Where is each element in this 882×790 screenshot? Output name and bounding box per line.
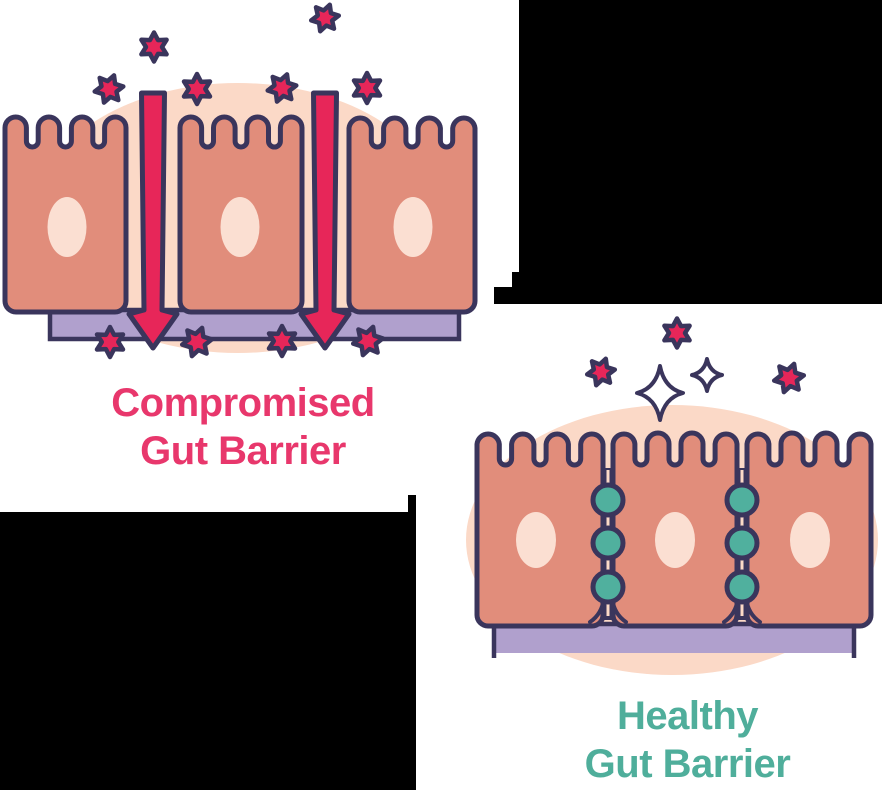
cell-nucleus: [47, 197, 87, 257]
healthy-illustration: [466, 316, 878, 675]
tight-junction-bead: [590, 525, 626, 561]
sparkle-icon: [635, 364, 685, 422]
toxin-star-icon: [94, 324, 126, 360]
tight-junction-bead: [590, 482, 626, 518]
cell-nucleus: [655, 512, 695, 568]
basement-membrane: [494, 624, 854, 653]
toxin-star-icon: [139, 30, 169, 64]
cell-nucleus: [220, 197, 260, 257]
black-region-top-right: [494, 0, 882, 304]
toxin-star-icon: [179, 325, 215, 359]
toxin-star-icon: [351, 70, 383, 106]
black-region-bottom-left: [0, 495, 416, 790]
healthy-title: Healthy Gut Barrier: [494, 692, 881, 788]
toxin-star-icon: [350, 324, 386, 358]
permeation-down-arrow-icon: [126, 90, 180, 351]
tight-junction-bead: [724, 482, 760, 518]
tight-junction: [588, 468, 628, 624]
toxin-star-icon: [771, 361, 807, 395]
compromised-title-line1: Compromised: [111, 381, 375, 425]
cell-nucleus: [790, 512, 830, 568]
compromised-illustration: [2, 2, 478, 360]
tight-junction-bead: [724, 525, 760, 561]
healthy-title-line1: Healthy: [617, 694, 759, 738]
compromised-title: Compromised Gut Barrier: [10, 379, 476, 475]
tight-junction-bead: [590, 569, 626, 605]
toxin-star-icon: [584, 356, 618, 388]
toxin-star-icon: [265, 72, 299, 104]
permeation-down-arrow-icon: [298, 90, 352, 351]
healthy-title-line2: Gut Barrier: [584, 742, 791, 786]
toxin-star-icon: [308, 2, 342, 34]
sparkle-icon: [690, 357, 724, 393]
compromised-title-line2: Gut Barrier: [140, 429, 346, 473]
tight-junction: [722, 468, 762, 624]
cell-nucleus: [393, 197, 433, 257]
cell-nucleus: [516, 512, 556, 568]
toxin-star-icon: [92, 73, 126, 105]
toxin-star-icon: [181, 71, 213, 107]
toxin-star-icon: [662, 316, 692, 350]
toxin-star-icon: [266, 323, 298, 359]
tight-junction-bead: [724, 569, 760, 605]
